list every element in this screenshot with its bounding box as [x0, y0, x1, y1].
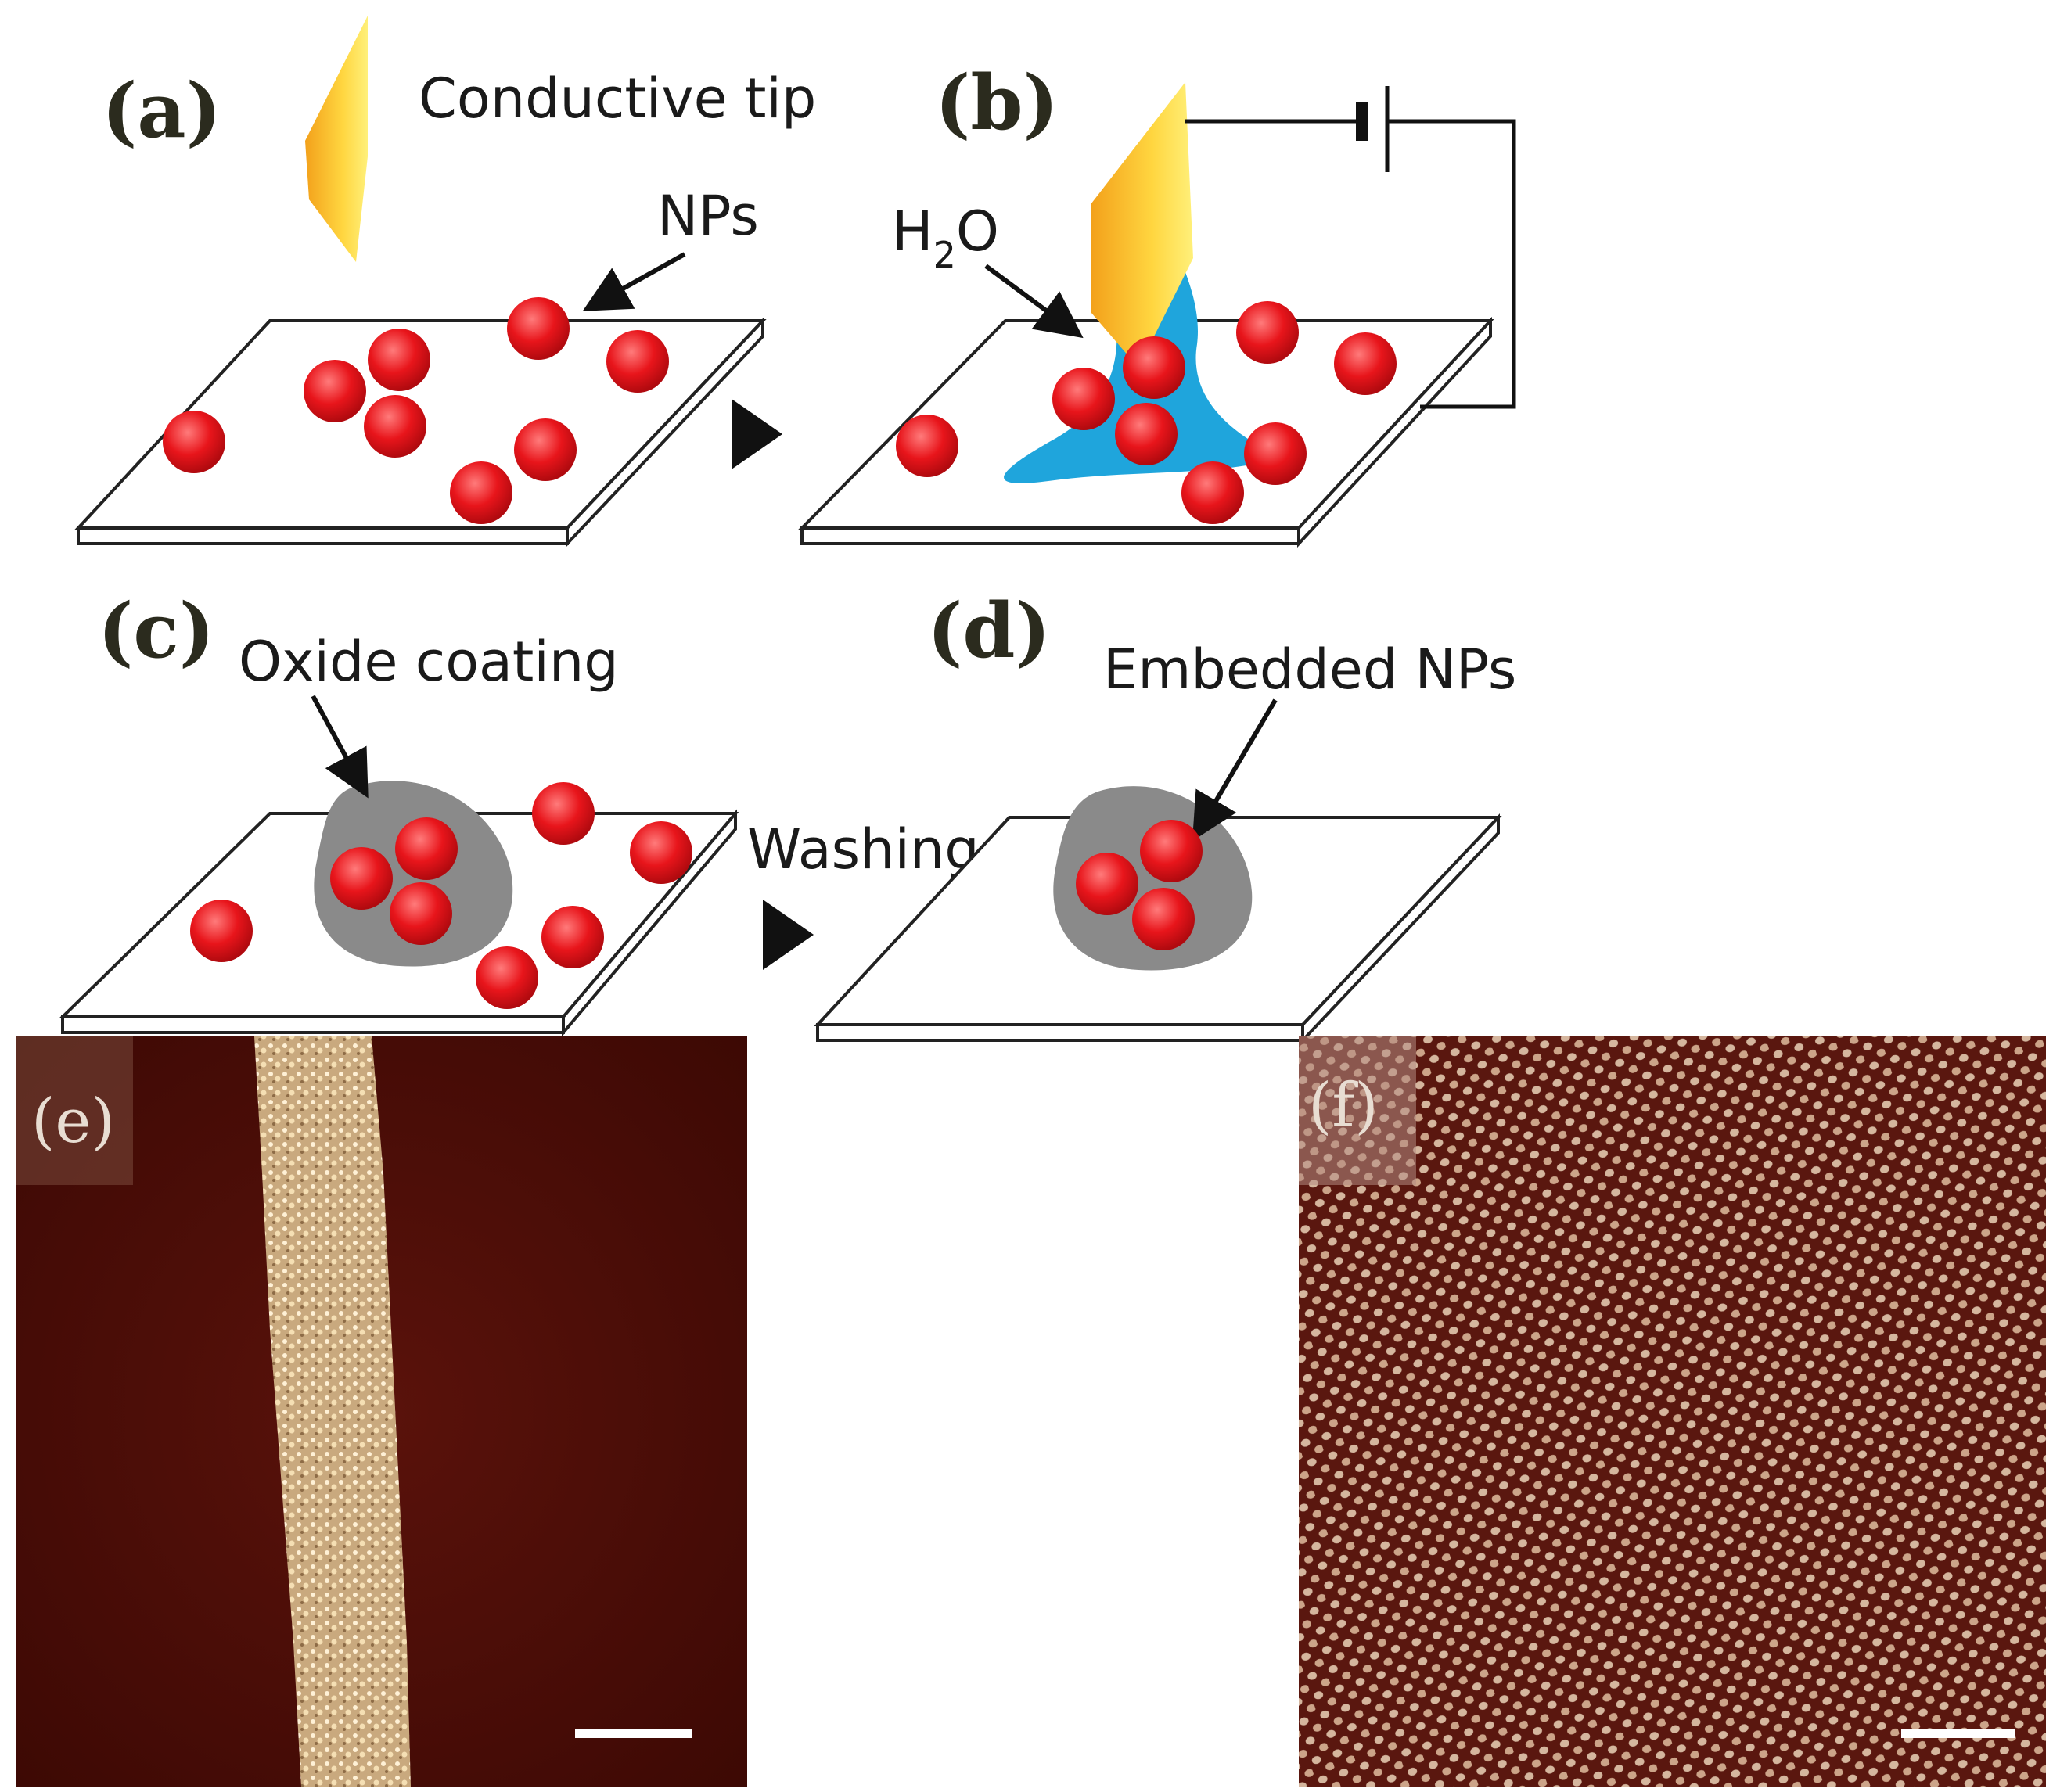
- nanoparticle: [630, 821, 692, 884]
- washing-label: Washing: [747, 817, 980, 882]
- panel-c-label: (c): [98, 587, 214, 675]
- nanoparticle: [450, 461, 512, 524]
- nanoparticle: [541, 906, 604, 968]
- label-box: [16, 1036, 133, 1185]
- nps-label: NPs: [657, 184, 759, 248]
- nanoparticle: [368, 329, 430, 391]
- nanoparticle: [330, 847, 393, 910]
- label-box: [1299, 1036, 1416, 1185]
- nanoparticle: [514, 418, 577, 481]
- panel-e-afm-image: (e): [16, 1036, 747, 1787]
- nanoparticle: [190, 900, 253, 962]
- nanoparticle: [163, 411, 225, 473]
- arrow-right-triangle-icon: [763, 900, 814, 970]
- panel-c: (c) Oxide coating: [59, 587, 739, 1037]
- nanoparticle: [1244, 422, 1307, 485]
- nanoparticle: [606, 330, 669, 393]
- conductive-tip-label: Conductive tip: [419, 66, 816, 131]
- nanoparticles-c: [190, 782, 692, 1009]
- panel-d-label: (d): [927, 587, 1051, 675]
- nanoparticle: [1132, 888, 1195, 950]
- nps-pointer-arrow-icon: [582, 252, 686, 311]
- nanoparticle: [1181, 461, 1244, 524]
- oxide-pointer-arrow-icon: [311, 695, 369, 799]
- embedded-nps-label: Embedded NPs: [1103, 637, 1516, 702]
- nanoparticle: [1140, 820, 1203, 882]
- nanoparticle: [304, 360, 366, 422]
- panel-f-label: (f): [1308, 1071, 1379, 1141]
- nanoparticle: [1123, 336, 1185, 399]
- battery-icon: [1356, 102, 1368, 141]
- nanoparticle-line-feature: [254, 1036, 411, 1787]
- nanoparticle: [390, 882, 452, 945]
- nanoparticle: [395, 817, 458, 880]
- scale-bar: [575, 1729, 692, 1738]
- nanoparticles-b: [896, 301, 1397, 524]
- nanoparticle: [1236, 301, 1299, 364]
- panel-e-label: (e): [31, 1086, 115, 1157]
- nanoparticle: [532, 782, 595, 845]
- water-label: H2O: [892, 199, 999, 276]
- scale-bar: [1901, 1729, 2015, 1738]
- arrow-right-triangle-icon: [732, 399, 782, 469]
- nanoparticle: [1052, 368, 1115, 430]
- oxide-coating-label: Oxide coating: [239, 630, 619, 694]
- conductive-tip-shape: [1091, 82, 1193, 368]
- conductive-tip-shape: [305, 16, 368, 262]
- panel-d: (d) Embedded NPs: [814, 587, 1516, 1045]
- panel-b-label: (b): [935, 59, 1059, 147]
- embedded-pointer-arrow-icon: [1192, 698, 1278, 842]
- panel-f-afm-image: (f): [1299, 1036, 2046, 1787]
- nanoparticle: [507, 297, 570, 360]
- battery-circuit: [1185, 86, 1516, 409]
- panel-a: (a) Conductive tip NPs: [74, 16, 816, 548]
- nanoparticle: [1076, 853, 1138, 915]
- panel-b: (b) H2O: [798, 59, 1516, 548]
- nanoparticle: [364, 395, 426, 458]
- nanoparticles-d: [1076, 820, 1203, 950]
- nanoparticle: [1115, 403, 1178, 465]
- nanoparticle: [1334, 332, 1397, 395]
- nanoparticle: [896, 415, 958, 477]
- panel-a-label: (a): [102, 66, 221, 155]
- nanoparticle: [476, 946, 538, 1009]
- nanoparticles-a: [163, 297, 669, 524]
- water-pointer-arrow-icon: [984, 264, 1084, 339]
